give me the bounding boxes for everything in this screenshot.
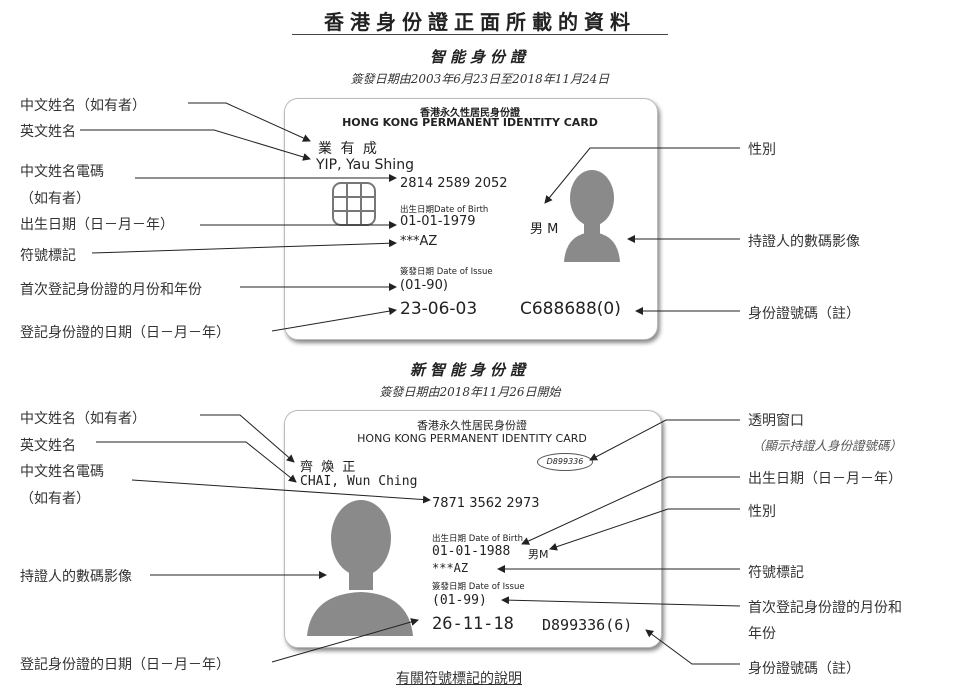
card2-dob-caption: 出生日期 Date of Birth [432,534,524,544]
title-divider [292,34,668,35]
card1-header-zh: 香港永久性居民身份證 [420,108,520,119]
section1-subtitle: 簽發日期由2003年6月23日至2018年11月24日 [350,72,610,86]
label-window-2a: 透明窗口 [748,413,804,429]
label-id-number-1: 身份證號碼（註） [748,306,860,322]
card1-first-reg: (01-90) [400,278,448,293]
label-sex-2: 性別 [748,504,776,520]
section2-subtitle: 簽發日期由2018年11月26日開始 [379,385,561,399]
card2-sex: 男M [528,548,549,561]
label-first-reg-2a: 首次登記身份證的月份和 [748,600,902,616]
label-photo-1: 持證人的數碼影像 [748,234,860,250]
card1-ccc: 2814 2589 2052 [400,176,508,191]
label-ccc-2b: （如有者） [20,491,90,507]
label-english-name-1: 英文姓名 [20,124,76,140]
label-chinese-name-2: 中文姓名（如有者） [20,411,146,427]
label-window-2b: （顯示持證人身份證號碼） [752,438,903,453]
label-photo-2: 持證人的數碼影像 [20,569,132,585]
card2-english-name: CHAI, Wun Ching [300,474,418,489]
card1-symbols: ***AZ [400,234,438,249]
label-dob-1: 出生日期（日－月－年） [20,217,174,233]
label-first-reg-2b: 年份 [748,626,776,642]
card2-photo-icon [305,496,415,636]
label-reg-date-2: 登記身份證的日期（日－月－年） [20,657,230,673]
label-chinese-name-1: 中文姓名（如有者） [20,98,146,114]
symbols-explanation-link[interactable]: 有關符號標記的說明 [396,671,522,687]
card1-english-name: YIP, Yau Shing [316,157,414,173]
section1-title: 智能身份證 [429,48,530,66]
card2-symbols: ***AZ [432,561,469,575]
card2-issue-caption: 簽發日期 Date of Issue [432,582,525,592]
card1-sex: 男 M [530,222,559,237]
label-first-reg-1: 首次登記身份證的月份和年份 [20,282,202,298]
card2-ccc: 7871 3562 2973 [432,496,540,511]
card1-photo-icon [560,168,624,262]
transparent-window: D899336 [537,453,593,471]
card2-chinese-name: 齊 煥 正 [300,460,358,475]
card1-chinese-name: 業 有 成 [318,141,379,157]
page-title: 香港身份證正面所載的資料 [324,10,636,34]
label-english-name-2: 英文姓名 [20,438,76,454]
card2-header-en: HONG KONG PERMANENT IDENTITY CARD [357,432,587,445]
label-dob-2: 出生日期（日－月－年） [748,471,902,487]
card1-header-en: HONG KONG PERMANENT IDENTITY CARD [342,116,598,129]
label-ccc-1a: 中文姓名電碼 [20,164,104,180]
label-id-number-2: 身份證號碼（註） [748,661,860,677]
chip-icon [332,182,376,226]
label-ccc-2a: 中文姓名電碼 [20,464,104,480]
card1-dob-caption: 出生日期Date of Birth [400,205,489,215]
section2-title: 新智能身份證 [409,361,530,379]
card2-reg-date: 26-11-18 [432,614,514,634]
label-symbols-1: 符號標記 [20,248,76,264]
card1-issue-caption: 簽發日期 Date of Issue [400,267,493,277]
card1-dob: 01-01-1979 [400,214,476,229]
card2-dob: 01-01-1988 [432,544,511,559]
card2-first-reg: (01-99) [432,593,487,608]
card2-header-zh: 香港永久性居民身份證 [417,419,527,432]
card1-id-number: C688688(0) [520,299,621,319]
label-symbols-2: 符號標記 [748,565,804,581]
card2-id-number: D899336(6) [542,616,633,634]
label-ccc-1b: （如有者） [20,191,90,207]
card1-reg-date: 23-06-03 [400,299,478,319]
label-sex-1: 性別 [748,142,776,158]
label-reg-date-1: 登記身份證的日期（日－月－年） [20,325,230,341]
